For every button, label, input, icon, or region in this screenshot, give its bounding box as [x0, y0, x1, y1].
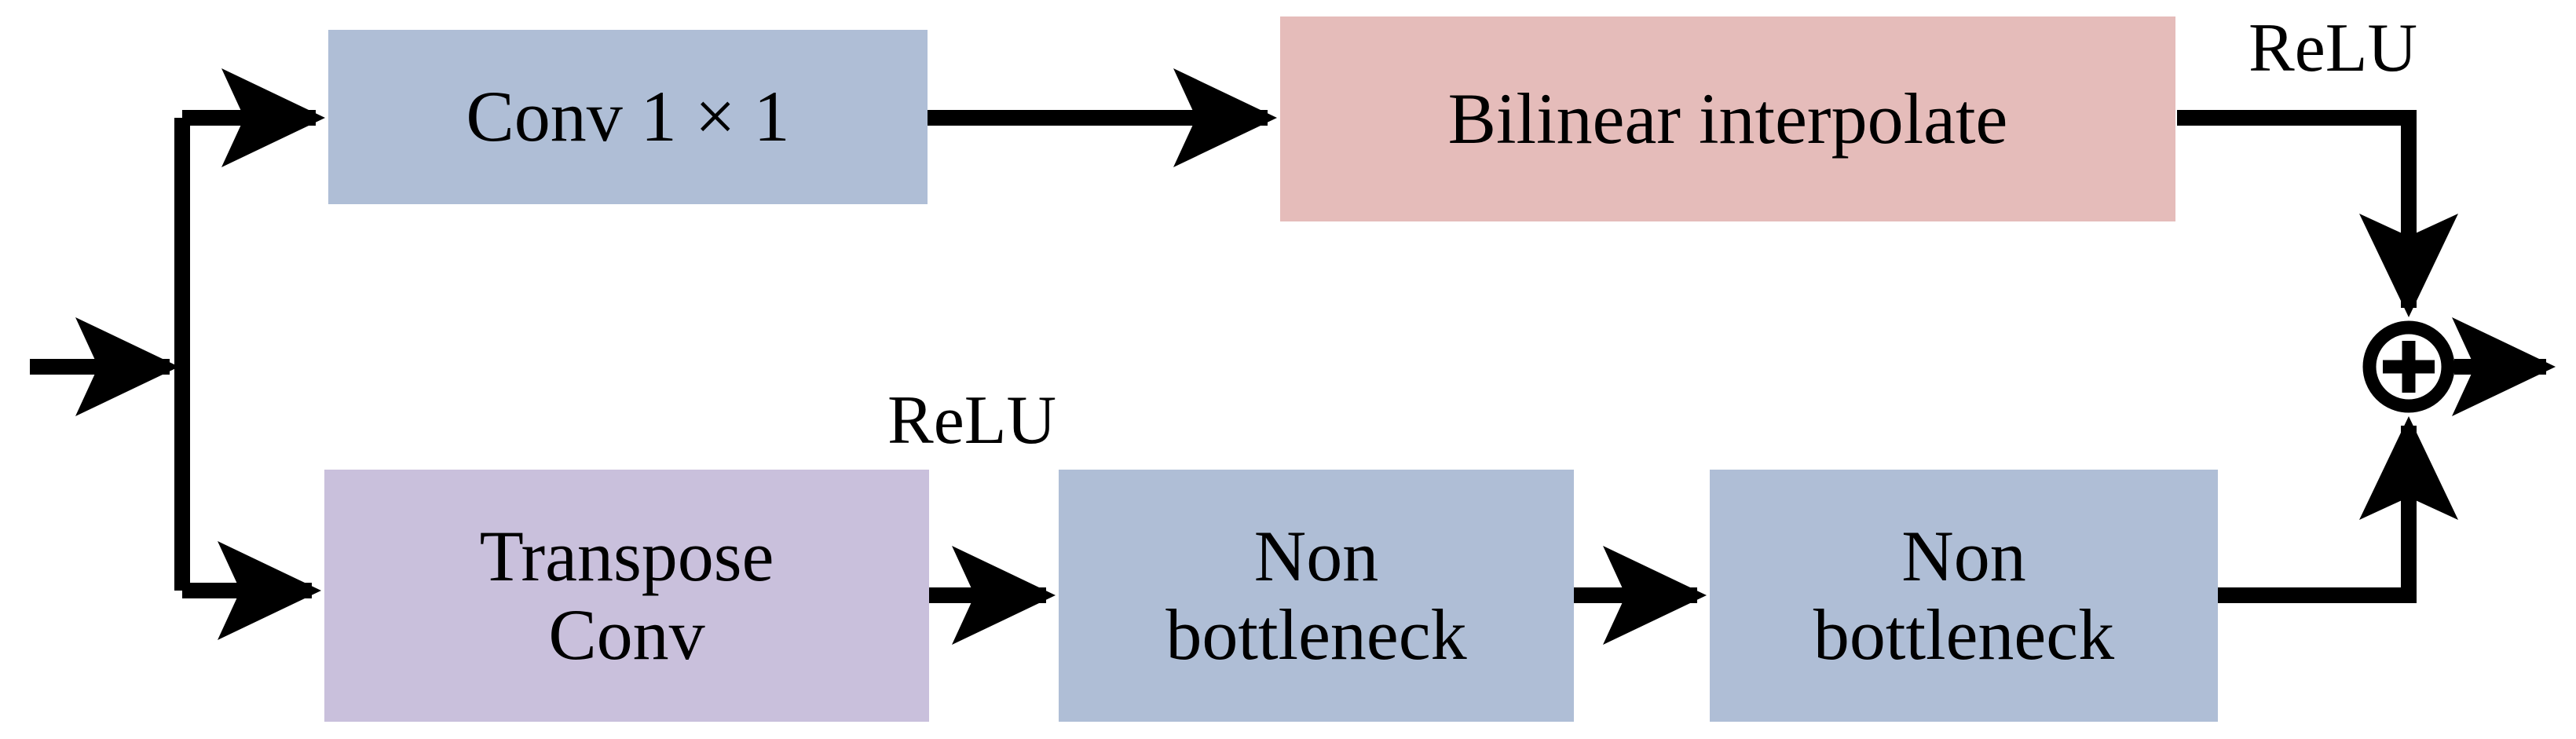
sum-operator-circle: [2362, 320, 2455, 413]
relu-label-top: ReLU: [2249, 10, 2418, 86]
plus-icon: [2383, 341, 2435, 393]
node-non-bottleneck-1[interactable]: Non bottleneck: [1059, 470, 1574, 722]
node-non-bottleneck-2[interactable]: Non bottleneck: [1710, 470, 2218, 722]
edge-non-bottleneck-2-to-sum: [2218, 416, 2458, 603]
node-bilinear-interpolate[interactable]: Bilinear interpolate: [1280, 16, 2175, 221]
node-transpose-conv[interactable]: Transpose Conv: [324, 470, 929, 722]
node-conv1x1[interactable]: Conv 1 × 1: [328, 30, 928, 204]
relu-label-bottom: ReLU: [887, 382, 1057, 459]
edge-bilinear-to-sum: [2177, 110, 2458, 317]
